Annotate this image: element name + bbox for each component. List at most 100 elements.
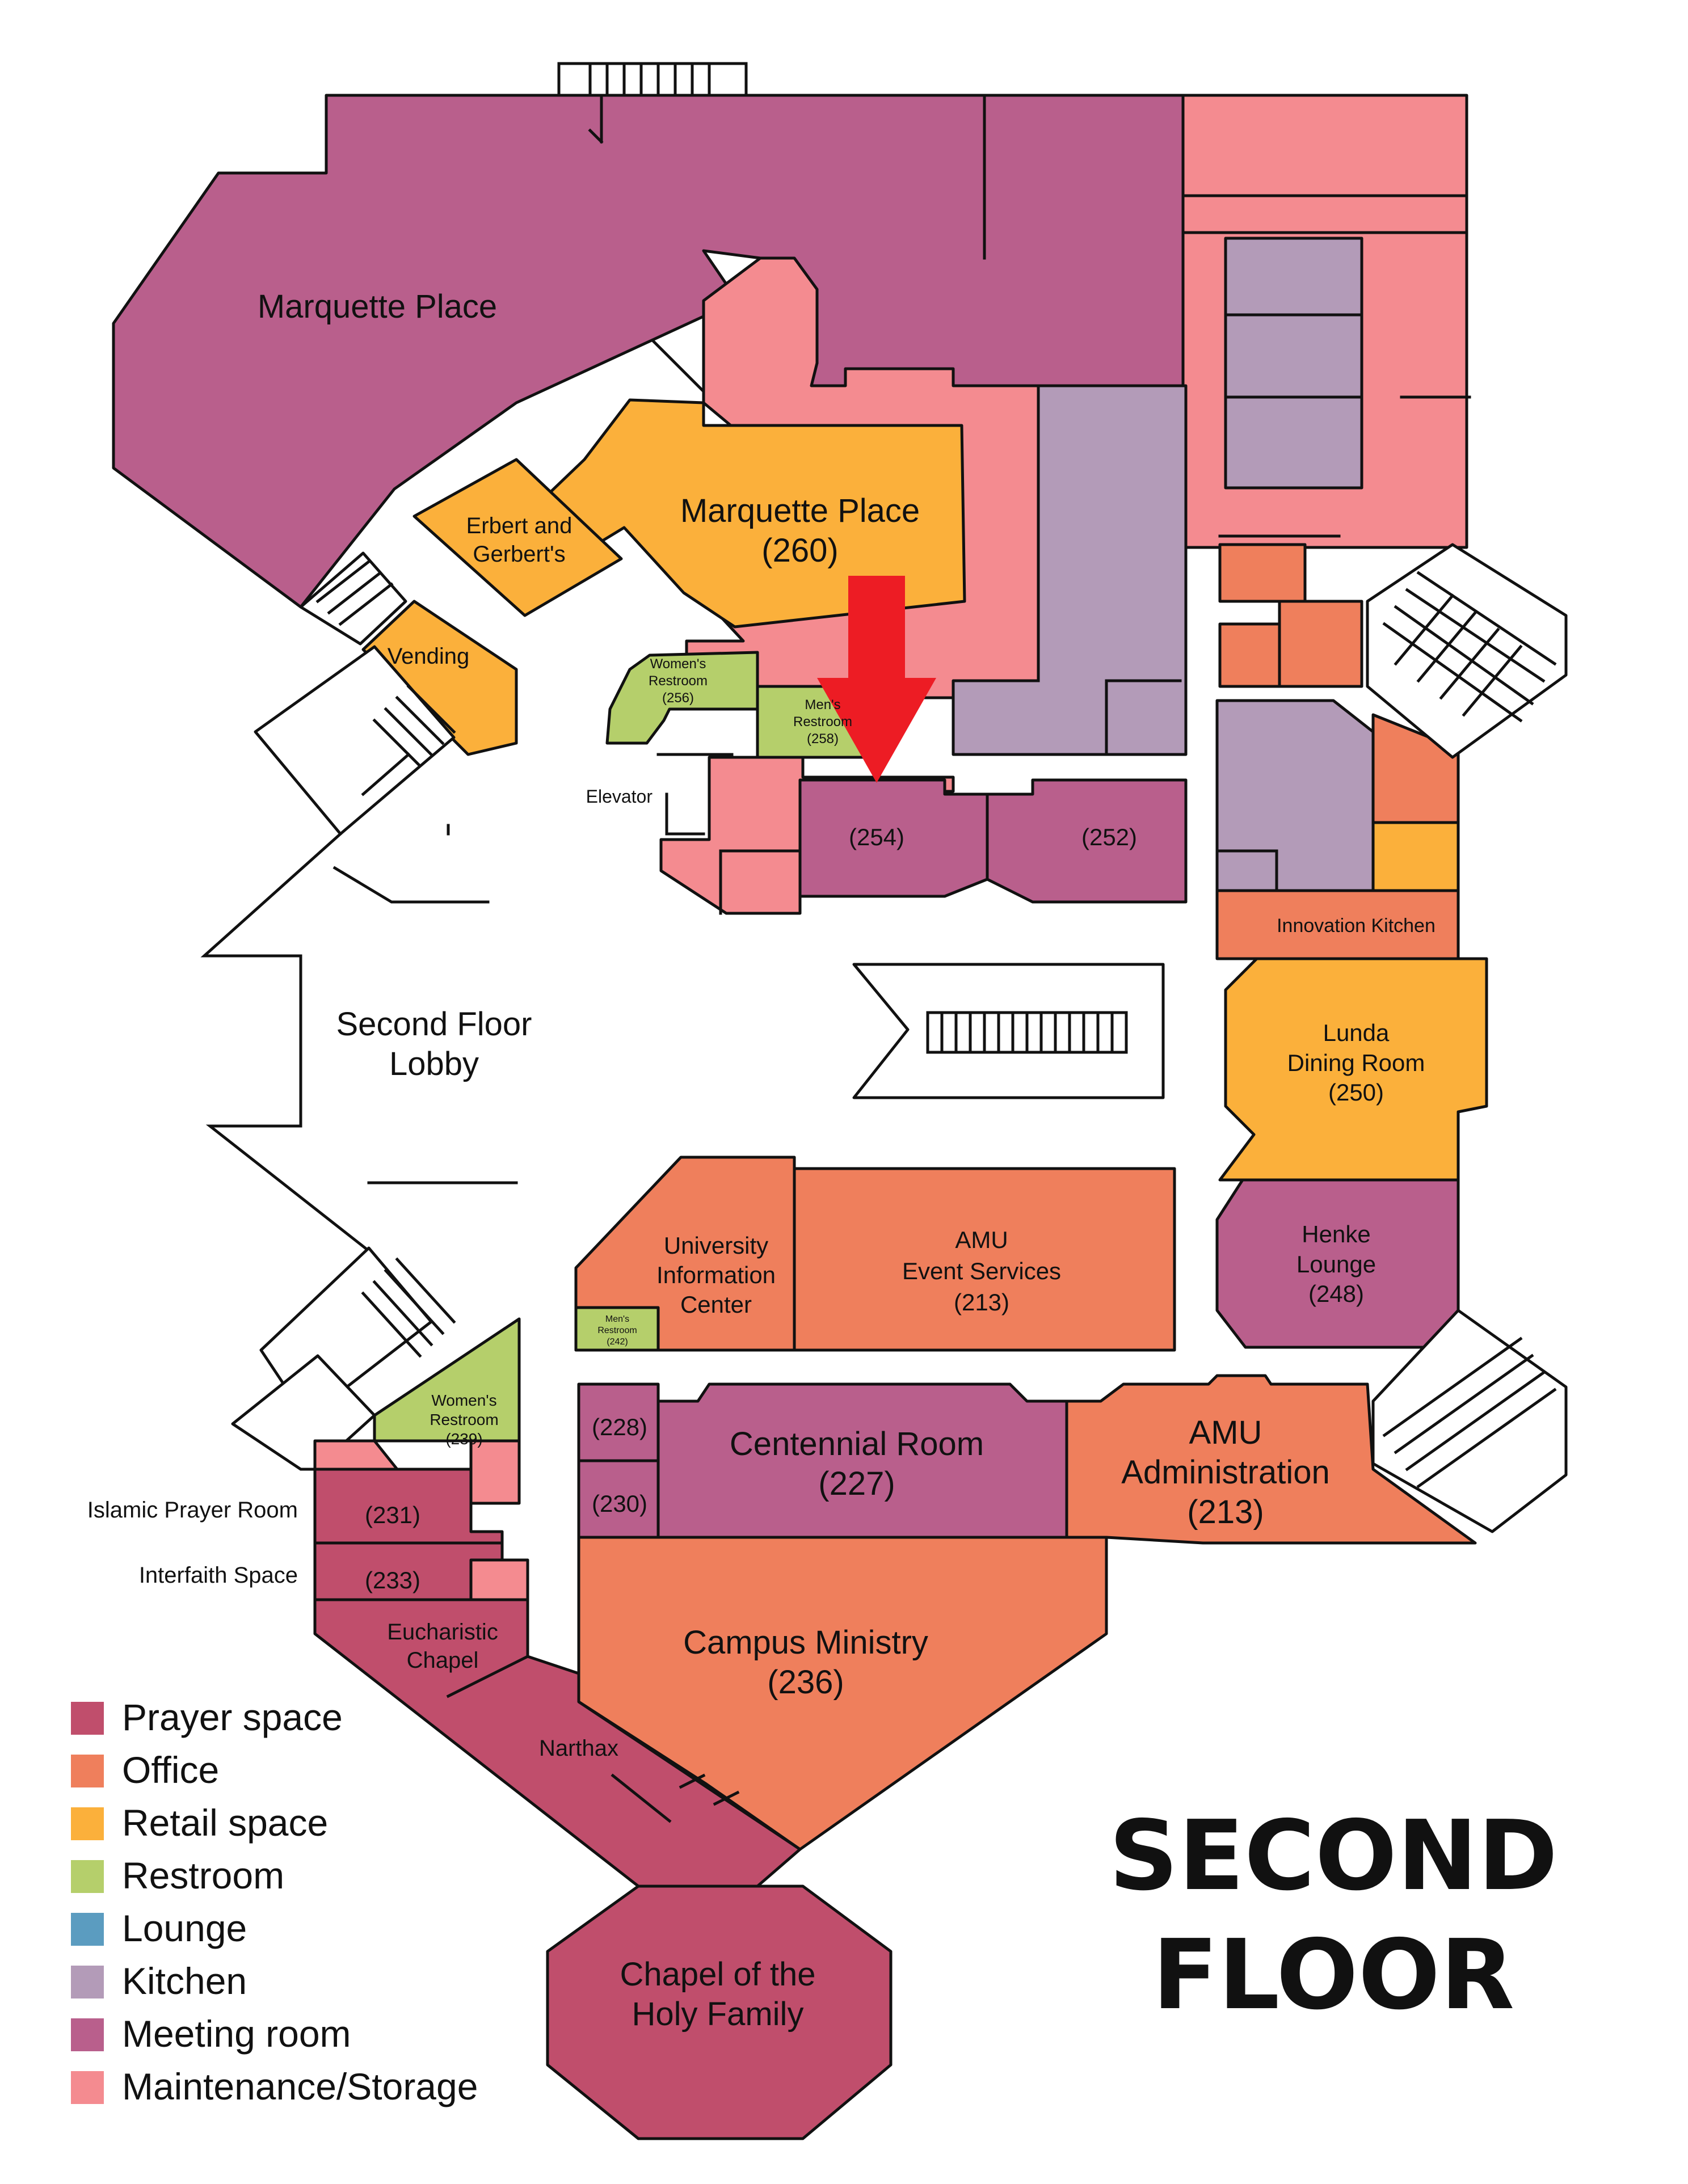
lobby-walls: [200, 753, 734, 1253]
legend-label-office: Office: [122, 1749, 219, 1791]
legend-swatch-kitchen: [71, 1966, 104, 1999]
room-252[interactable]: [986, 778, 1188, 904]
label-lunda-1: Lunda: [1323, 1019, 1390, 1046]
label-marquette-260-name: Marquette Place: [680, 492, 920, 529]
legend: Prayer space Office Retail space Restroo…: [71, 1696, 478, 2107]
room-henke-lounge[interactable]: [1215, 1178, 1460, 1349]
label-campus-ministry-name: Campus Ministry: [683, 1624, 928, 1661]
legend-item: Prayer space: [71, 1696, 343, 1738]
label-amu-event-1: AMU: [955, 1226, 1008, 1253]
label-231: (231): [365, 1502, 420, 1528]
label-w256-2: Restroom: [649, 673, 708, 689]
room-amu-event-services[interactable]: [793, 1167, 1176, 1352]
legend-item: Office: [71, 1749, 219, 1791]
label-chapel-2: Holy Family: [632, 1996, 804, 2033]
room-labels: Marquette Place Marquette Place (260) Er…: [87, 288, 1436, 2033]
label-w239-num: (239): [445, 1430, 482, 1448]
label-amu-admin-num: (213): [1187, 1494, 1264, 1531]
legend-swatch-restroom: [71, 1860, 104, 1893]
legend-swatch-prayer: [71, 1702, 104, 1735]
label-m258-num: (258): [807, 731, 839, 747]
label-centennial-name: Centennial Room: [730, 1426, 984, 1462]
label-lunda-2: Dining Room: [1287, 1049, 1425, 1076]
label-230: (230): [592, 1490, 647, 1517]
legend-swatch-meeting: [71, 2018, 104, 2051]
label-m258-1: Men's: [805, 697, 840, 712]
label-islamic: Islamic Prayer Room: [87, 1498, 298, 1523]
room-mens-restroom-242[interactable]: [574, 1306, 660, 1352]
legend-swatch-maintenance: [71, 2071, 104, 2104]
legend-label-kitchen: Kitchen: [122, 1960, 247, 2002]
label-233: (233): [365, 1567, 420, 1593]
floor-title-line2: FLOOR: [1152, 1919, 1514, 2031]
room-vending[interactable]: [361, 600, 518, 756]
label-w239-2: Restroom: [430, 1411, 498, 1428]
legend-swatch-retail: [71, 1807, 104, 1840]
label-amu-event-num: (213): [954, 1289, 1009, 1316]
legend-label-maintenance: Maintenance/Storage: [122, 2065, 478, 2107]
label-w256-num: (256): [662, 690, 694, 706]
label-amu-admin-1: AMU: [1189, 1414, 1262, 1451]
label-interfaith: Interfaith Space: [139, 1563, 298, 1588]
legend-swatch-lounge: [71, 1913, 104, 1946]
label-w239-1: Women's: [431, 1392, 496, 1409]
floor-title-line1: SECOND: [1109, 1800, 1557, 1912]
label-centennial-num: (227): [818, 1465, 895, 1502]
label-lunda-num: (250): [1328, 1079, 1384, 1106]
label-elevator: Elevator: [586, 786, 653, 807]
label-eucharistic-2: Chapel: [407, 1648, 479, 1673]
label-erbert-1: Erbert and: [466, 513, 573, 538]
label-erbert-2: Gerbert's: [473, 542, 565, 567]
label-228: (228): [592, 1414, 647, 1440]
label-m258-2: Restroom: [793, 714, 852, 730]
label-henke-2: Lounge: [1296, 1251, 1376, 1277]
legend-item: Lounge: [71, 1907, 247, 1949]
room-erbert-gerberts[interactable]: [412, 458, 623, 617]
label-254: (254): [849, 824, 904, 850]
room-amu-administration[interactable]: [1065, 1374, 1477, 1545]
room-eucharistic-chapel[interactable]: [313, 1598, 802, 1888]
label-m242-2: Restroom: [597, 1326, 637, 1335]
label-lobby-2: Lobby: [389, 1045, 479, 1082]
legend-item: Meeting room: [71, 2013, 351, 2055]
center-stairs: [852, 963, 1165, 1099]
room-chapel-holy-family[interactable]: [546, 1884, 893, 2140]
legend-item: Restroom: [71, 1854, 284, 1896]
west-stairs-upper: [254, 551, 456, 836]
legend-item: Kitchen: [71, 1960, 247, 2002]
label-marquette-place-west: Marquette Place: [258, 288, 497, 325]
legend-label-restroom: Restroom: [122, 1854, 284, 1896]
label-chapel-1: Chapel of the: [620, 1956, 815, 1993]
label-henke-num: (248): [1308, 1280, 1364, 1307]
label-campus-ministry-num: (236): [767, 1664, 844, 1701]
label-narthax: Narthax: [539, 1736, 618, 1761]
legend-item: Retail space: [71, 1802, 328, 1844]
label-eucharistic-1: Eucharistic: [387, 1620, 498, 1645]
label-lobby-1: Second Floor: [336, 1006, 532, 1043]
label-amu-admin-2: Administration: [1121, 1454, 1329, 1491]
north-stairs: [557, 62, 748, 97]
label-uic-2: Information: [656, 1262, 776, 1288]
zone-maintenance-west: [313, 1439, 399, 1471]
legend-label-prayer: Prayer space: [122, 1696, 343, 1738]
zone-kitchen-north: [1224, 237, 1363, 490]
label-marquette-260-num: (260): [761, 532, 838, 569]
legend-label-lounge: Lounge: [122, 1907, 247, 1949]
marquette-walls: [588, 94, 986, 399]
room-womens-restroom-256[interactable]: [605, 651, 759, 745]
east-stairs-lower: [1371, 1309, 1568, 1533]
label-vending: Vending: [388, 644, 470, 669]
label-m242-num: (242): [607, 1337, 628, 1347]
label-w256-1: Women's: [650, 656, 706, 672]
label-m242-1: Men's: [605, 1314, 629, 1324]
label-innovation-kitchen: Innovation Kitchen: [1277, 915, 1436, 937]
legend-item: Maintenance/Storage: [71, 2065, 478, 2107]
label-252: (252): [1081, 824, 1137, 850]
location-marker-arrow: [817, 576, 936, 783]
legend-label-retail: Retail space: [122, 1802, 328, 1844]
label-uic-3: Center: [680, 1291, 752, 1318]
label-henke-1: Henke: [1302, 1221, 1370, 1247]
legend-label-meeting: Meeting room: [122, 2013, 351, 2055]
label-amu-event-2: Event Services: [902, 1258, 1061, 1284]
